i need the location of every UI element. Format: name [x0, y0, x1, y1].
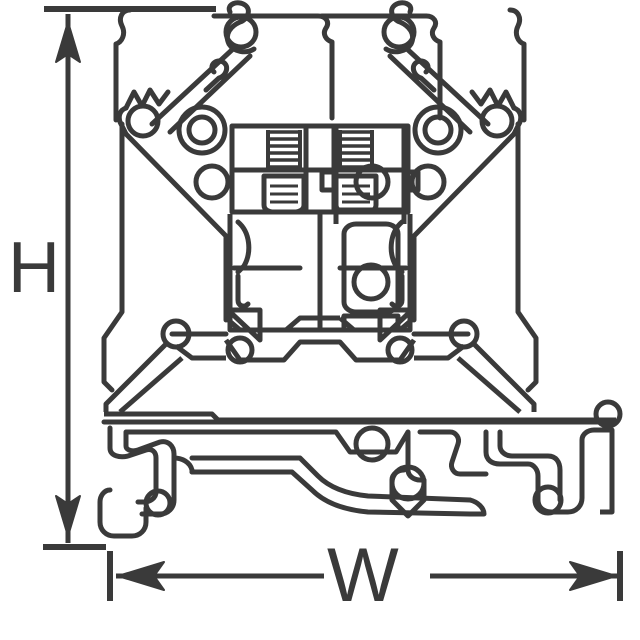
flank-left-outer: [103, 342, 168, 412]
flank-left-inner: [118, 356, 184, 414]
foot-right-inner: [483, 429, 541, 503]
foot-shelf-left: [126, 429, 411, 455]
jaw-circle-left: [125, 103, 161, 139]
shoulder-inner-rail: [223, 338, 417, 363]
flank-right-outer: [472, 342, 537, 412]
spring-tail-left: [235, 273, 251, 309]
foot-right-inner-2: [497, 429, 563, 503]
housing-top-rim-far-right: [507, 7, 527, 123]
foot-hole-center: [353, 425, 391, 463]
screw-clamp-unit-left: [116, 0, 259, 323]
width-dimension: [107, 551, 623, 601]
screw-thread-coil-right: [338, 130, 374, 170]
foot-right-edge: [600, 427, 615, 515]
screw-thread-coil-left: [266, 130, 302, 170]
clamp-crown-right-skirt: [511, 105, 524, 137]
screw-head-inner-right: [422, 114, 454, 146]
inner-wall-left: [123, 131, 229, 323]
shoulder-step-right: [338, 316, 416, 333]
shoulder-inner-right: [414, 344, 466, 361]
foot-sweep-join-left: [171, 455, 195, 475]
foot-circle-left: [143, 488, 173, 518]
bridge-hole-upper: [353, 163, 391, 201]
housing-top-rim-right: [423, 13, 443, 121]
pivot-circle-left: [223, 14, 259, 50]
foot-sweep-join-right: [467, 497, 487, 517]
gusset-left: [225, 307, 263, 343]
foot-sweep-upper: [189, 455, 473, 503]
housing-right-edge: [515, 121, 539, 393]
clamp-crown-right: [469, 87, 517, 111]
base-plate-top: [104, 411, 616, 423]
lower-pivot-left: [193, 163, 231, 201]
flank-right-inner: [456, 356, 522, 414]
dimension-annotations: [43, 6, 623, 601]
bridge-window-upper: [333, 123, 407, 213]
din-rail-foot: [97, 425, 615, 539]
housing-left-edge: [101, 121, 125, 393]
clamp-tab-right: [410, 58, 437, 93]
bridge-struts: [333, 212, 407, 224]
height-arrowhead-bottom: [55, 495, 81, 537]
gusset-right: [377, 307, 415, 343]
clamp-crown-left: [123, 87, 171, 111]
bridge-window-lower: [341, 221, 401, 315]
lower-pivot-right: [409, 163, 447, 201]
terminal-block-body: [97, 0, 623, 539]
screw-head-outer-right: [412, 104, 464, 156]
base-plate-circle-right: [593, 399, 623, 429]
shoulder-inner-left: [174, 344, 226, 361]
width-arrowhead-right: [569, 561, 617, 591]
shoulder-section: [103, 307, 537, 414]
shoulder-step-left: [224, 315, 340, 333]
clamp-crown-left-skirt: [116, 105, 129, 137]
height-arrowhead-top: [55, 21, 81, 63]
clamp-tab-left: [203, 58, 230, 93]
bridge-hole-lower: [351, 262, 391, 302]
screw-clamp-unit-right: [381, 0, 524, 323]
height-dimension-label: H: [8, 228, 60, 308]
bridge-notch-left: [319, 169, 336, 193]
height-dimension: [43, 6, 216, 550]
foot-shelf-mid: [417, 429, 489, 477]
width-arrowhead-left: [117, 561, 165, 591]
thread-boss-lines-left: [270, 184, 298, 204]
housing-top-rim-far-left: [113, 7, 133, 123]
jaw-circle-right: [479, 103, 515, 139]
foot-hook-left-outer: [107, 425, 159, 505]
foot-right-outer: [535, 427, 611, 515]
screw-head-inner-left: [186, 114, 218, 146]
foot-hook-left-tip: [97, 487, 149, 539]
spring-leaf-left: [235, 219, 252, 275]
inner-wall-right: [411, 131, 517, 323]
foot-circle-right: [532, 484, 564, 516]
foot-sweep-lower: [189, 469, 473, 517]
width-dimension-label: W: [327, 533, 399, 618]
bridge-notch-right: [404, 169, 421, 193]
screw-head-outer-left: [176, 104, 228, 156]
base-plate: [101, 399, 623, 429]
pivot-circle-right: [381, 14, 417, 50]
